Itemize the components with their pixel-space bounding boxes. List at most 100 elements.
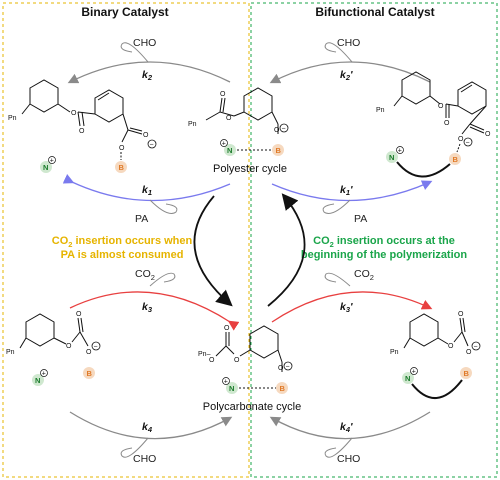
arrow-center-right (267, 193, 306, 307)
annotation-right-line2: beginning of the polymerization (301, 249, 468, 261)
o-label-tl3: O (143, 132, 149, 139)
plus-sign-pc: + (224, 379, 228, 386)
n-atom-tl: N (43, 163, 48, 172)
o-label-tl4: O (119, 145, 125, 152)
k2-prime-label: k2' (340, 69, 353, 82)
minus-circle-pc (283, 361, 293, 371)
structure-polyester (205, 87, 279, 134)
n-circle-br (402, 372, 414, 384)
b-circle-tr (449, 153, 461, 165)
structure-top-left (21, 79, 143, 143)
arrow-k1-prime (271, 180, 433, 202)
arrow-center-left (193, 195, 233, 307)
cho-curl-right (324, 42, 353, 63)
plus-sign-tl: + (50, 158, 54, 165)
minus-circle-tl (147, 139, 157, 149)
plus-sign-br: + (412, 369, 416, 376)
b-circle-bl (83, 367, 95, 379)
arrow-k3 (69, 291, 240, 331)
pa-label-right: PA (354, 213, 367, 225)
b-atom-pe: B (276, 146, 282, 155)
o-label-pc1: O (209, 357, 215, 364)
b-circle-pe (272, 144, 284, 156)
o-label-tl1: O (71, 110, 77, 117)
co2-label-left: CO2 (135, 268, 155, 282)
annotation-left-line2: PA is almost consumed (61, 249, 184, 261)
co2-curl-right (324, 272, 351, 287)
pa-curl-left (149, 199, 178, 214)
co2-curl-left (149, 272, 176, 287)
pa-curl-right (322, 199, 351, 214)
cho-label-left: CHO (133, 37, 156, 49)
plus-circle-br (410, 367, 418, 375)
b-atom-br: B (464, 369, 470, 378)
b-atom-pc: B (280, 384, 286, 393)
plus-circle-pe (220, 139, 228, 147)
plus-circle-tr (396, 146, 404, 154)
pn-label-pc: Pn– (198, 351, 211, 358)
arrow-k3-prime (271, 291, 433, 323)
k4-label: k4 (142, 421, 153, 434)
k1-prime-label: k1' (340, 184, 353, 197)
minus-sign-br: − (474, 344, 478, 351)
n-atom-tr: N (389, 153, 394, 162)
plus-sign-bl: + (42, 371, 46, 378)
o-label-br1: O (448, 343, 454, 350)
cho-label-bottom-left: CHO (133, 453, 156, 465)
minus-sign-bl: − (94, 344, 98, 351)
bond-o-b-br (467, 356, 469, 366)
o-label-pc4: O (278, 365, 284, 372)
o-label-tl2: O (79, 128, 85, 135)
polycarbonate-cycle-label: Polycarbonate cycle (203, 401, 301, 413)
polyester-cycle-label: Polyester cycle (213, 163, 287, 175)
n-circle-tr (386, 151, 398, 163)
minus-sign-pc: − (286, 364, 290, 371)
arrow-k2-prime (269, 61, 431, 84)
b-atom-tl: B (119, 163, 125, 172)
o-label-pe1: O (226, 115, 232, 122)
arrow-k4 (69, 411, 233, 440)
plus-sign-tr: + (398, 148, 402, 155)
b-atom-tr: B (453, 155, 459, 164)
n-circle-pc (226, 382, 238, 394)
plus-sign-pe: + (222, 141, 226, 148)
annotation-right-line1: CO2 insertion occurs at the (313, 235, 455, 249)
k4-prime-label: k4' (340, 421, 353, 434)
o-label-br2: O (458, 311, 464, 318)
k2-label: k2 (142, 69, 153, 82)
o-label-tr2: O (444, 120, 450, 127)
structure-polycarbonate (215, 325, 283, 372)
minus-sign-tl: − (150, 142, 154, 149)
pn-label-bl: Pn (6, 349, 15, 356)
o-label-bl1: O (66, 343, 72, 350)
o-label-pe2: O (220, 91, 226, 98)
o-label-bl2: O (76, 311, 82, 318)
annotation-left-line1: CO2 insertion occurs when (52, 235, 193, 249)
minus-sign-tr: − (466, 140, 470, 147)
minus-circle-pe (279, 123, 289, 133)
pn-label-pe: Pn (188, 121, 197, 128)
plus-circle-tl (48, 156, 56, 164)
pn-label-tr: Pn (376, 107, 385, 114)
o-label-bl3: O (86, 349, 92, 356)
plus-circle-pc (222, 377, 230, 385)
o-label-tr1: O (438, 103, 444, 110)
o-label-br3: O (466, 349, 472, 356)
k3-label: k3 (142, 301, 153, 314)
o-label-tr4: O (458, 136, 464, 143)
n-atom-br: N (405, 374, 410, 383)
structure-top-right (393, 71, 487, 135)
b-circle-br (460, 367, 472, 379)
cho-curl-bottom-left (120, 437, 149, 458)
plus-circle-bl (40, 369, 48, 377)
cho-label-right: CHO (337, 37, 360, 49)
co2-label-right: CO2 (354, 268, 374, 282)
right-panel-frame (250, 2, 498, 478)
k1-label: k1 (142, 184, 152, 197)
n-atom-pe: N (227, 146, 232, 155)
pa-label-left: PA (135, 213, 148, 225)
arrow-k2 (67, 61, 231, 84)
n-atom-pc: N (229, 384, 234, 393)
structure-bottom-right (403, 313, 469, 349)
